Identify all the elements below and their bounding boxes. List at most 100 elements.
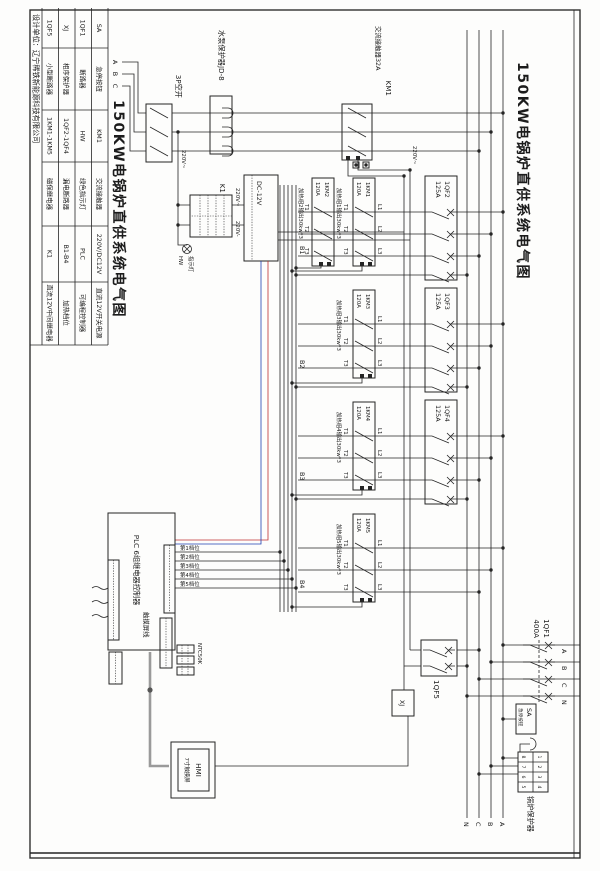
title-left: 150KW电锅炉直供系统电气图 — [110, 100, 127, 318]
heater-label: 加热组3输出30kw*3 — [335, 300, 343, 351]
lamp-note: 指示灯 — [187, 256, 195, 273]
drawing-frame — [29, 9, 581, 859]
prot-pin: 5 — [520, 786, 526, 789]
qf2-rating: 125A — [434, 181, 442, 198]
designer-line: 设计单位：辽宁稀铁新能源科技有限公司 — [32, 14, 41, 143]
contact-label: L3 — [376, 248, 382, 254]
bus-label-c: C — [474, 822, 482, 827]
legend-cell: 可编程控制器 — [79, 294, 88, 333]
km1-label: KM1 — [384, 81, 393, 97]
contact-label: L2 — [376, 562, 382, 568]
contact-label: T2 — [342, 449, 348, 457]
contact-label: L2 — [376, 226, 382, 232]
legend-row-1: SA 急停按钮 KM1 交流接触器 220V/DC12V 直流12V开关电源 — [95, 24, 104, 339]
protector-label: 锅炉保护器 — [526, 796, 535, 832]
legend-cell: 直流12V开关电源 — [95, 288, 104, 339]
contact-label: T3 — [342, 583, 348, 591]
qf2-label: 1QF2 — [443, 181, 451, 198]
legend-cell: KM1 — [95, 129, 103, 143]
legend-cell: 漏电断路器 — [62, 178, 71, 211]
in-phase-a: A — [560, 649, 568, 654]
pump-phase-c: C — [111, 84, 119, 89]
pump-breaker-label: 3P空开 — [174, 75, 183, 98]
legend-cell: 1KM1-1KM5 — [46, 117, 54, 155]
prot-pin: 6 — [520, 776, 526, 779]
bus-label-b: B — [486, 822, 494, 826]
qf4-rating: 125A — [434, 405, 442, 422]
pump-protector-label: 水泵保护器JD-8 — [217, 30, 226, 81]
plc-out-3: 第3档位 — [180, 562, 200, 570]
legend-cell: 急停按钮 — [95, 66, 104, 92]
contact-label: L1 — [376, 204, 382, 210]
control-cluster: 220V~ DC-12V 220V~ 220V- K1 指示灯 HW — [175, 130, 410, 545]
k1-label: K1 — [218, 184, 227, 193]
contact-label: T3 — [342, 471, 348, 479]
psu-in2-label: 220V- — [234, 221, 240, 237]
ntc-label: NTC50K — [196, 643, 202, 665]
gear-b4: B4 — [298, 580, 306, 588]
branch-3: 1QF4 125A 1KM4 120A L1 L2 L3 T1 T2 T3 加热… — [290, 399, 505, 507]
plc-label: PLC 6组继电器控制器 — [132, 535, 141, 606]
hmi-label: HMI — [194, 763, 203, 777]
km-label: 1KM5 — [364, 518, 370, 533]
legend-cell: 断路器 — [79, 69, 88, 89]
contact-label: L1 — [376, 428, 382, 434]
legend-cell: SA — [95, 24, 103, 33]
contact-label: T3 — [342, 247, 348, 255]
bus-label-n: N — [462, 822, 470, 827]
legend-cell: PLC — [79, 248, 87, 260]
contact-label: T1 — [342, 203, 348, 211]
heater-label: 加热组2输出30kw*3 — [297, 188, 305, 239]
qf5-label: 1QF5 — [432, 680, 441, 699]
in-phase-n: N — [560, 700, 568, 705]
legend-row-3: XJ 相序保护器 1QF2-1QF4 漏电断路器 B1-B4 加热档位 — [62, 25, 71, 327]
ctrl-voltage-label: 220V~ — [411, 146, 417, 165]
prot-pin: 8 — [520, 756, 526, 759]
prot-pin: 2 — [536, 766, 542, 769]
contact-label: L2 — [376, 338, 382, 344]
hmi-panel: HMI 7寸触摸屏 — [147, 652, 216, 799]
legend-cell: 交流接触器 — [95, 178, 104, 211]
km-label: 1KM4 — [364, 406, 370, 422]
main-bus: A B C N — [462, 30, 506, 827]
title-block: 150KW电锅炉直供系统电气图 SA 急停按钮 KM1 交流接触器 220V/D… — [30, 8, 127, 346]
contact-label: L3 — [376, 472, 382, 478]
km-rating: 120A — [355, 518, 361, 532]
legend-cell: 直流12V中间继电器 — [46, 284, 55, 342]
legend-row-4: 1QF5 小型断路器 1KM1-1KM5 磁保继电器 K1 直流12V中间继电器 — [46, 20, 55, 343]
lamp-label: HW — [177, 256, 183, 266]
estop-label: SA — [525, 708, 533, 717]
legend-cell: B1-B4 — [62, 245, 70, 264]
prot-pin: 1 — [536, 756, 542, 759]
pump-phase-b: B — [111, 72, 119, 76]
incoming-supply: A B C N 1QF1 400A — [465, 619, 580, 705]
legend-cell: 1QF5 — [46, 20, 54, 37]
legend-cell: K1 — [46, 250, 54, 258]
hmi-note: 7寸触摸屏 — [183, 758, 191, 784]
in-phase-b: B — [560, 666, 568, 670]
cable-label: 触摸屏线 — [142, 612, 151, 638]
gear-b2: B2 — [298, 360, 306, 368]
contact-label: T1 — [342, 539, 348, 547]
contact-label: T3 — [342, 359, 348, 367]
legend-cell: 绿色指示灯 — [79, 178, 88, 211]
in-phase-c: C — [560, 683, 568, 688]
prot-pin: 3 — [536, 776, 542, 779]
gear-b3: B3 — [298, 472, 306, 480]
heater-label: 加热组5输出30kw*3 — [335, 524, 343, 575]
plc-out-1: 第1档位 — [180, 544, 200, 552]
contact-label: T1 — [342, 315, 348, 323]
km-rating: 120A — [355, 406, 361, 420]
psu-in1-label: 220V~ — [234, 188, 240, 207]
plc-controller: PLC 6组继电器控制器 第1档位 第2档位 第3档位 第4档位 第5档位 NT… — [91, 512, 298, 685]
phase-relay-label: XJ — [398, 700, 406, 706]
branch-1: 1QF2 125A 1KM1 120A L1 L2 L3 T1 T2 T3 加热… — [290, 175, 505, 283]
contact-label: T2 — [342, 337, 348, 345]
km-label: 1KM3 — [364, 294, 370, 309]
qf1-label: 1QF1 — [542, 619, 551, 638]
legend-cell: 小型断路器 — [46, 63, 55, 96]
branch-2: 1QF3 125A 1KM3 120A L1 L2 L3 T1 T2 T3 加热… — [290, 287, 505, 395]
legend-cell: 加热档位 — [62, 300, 71, 326]
